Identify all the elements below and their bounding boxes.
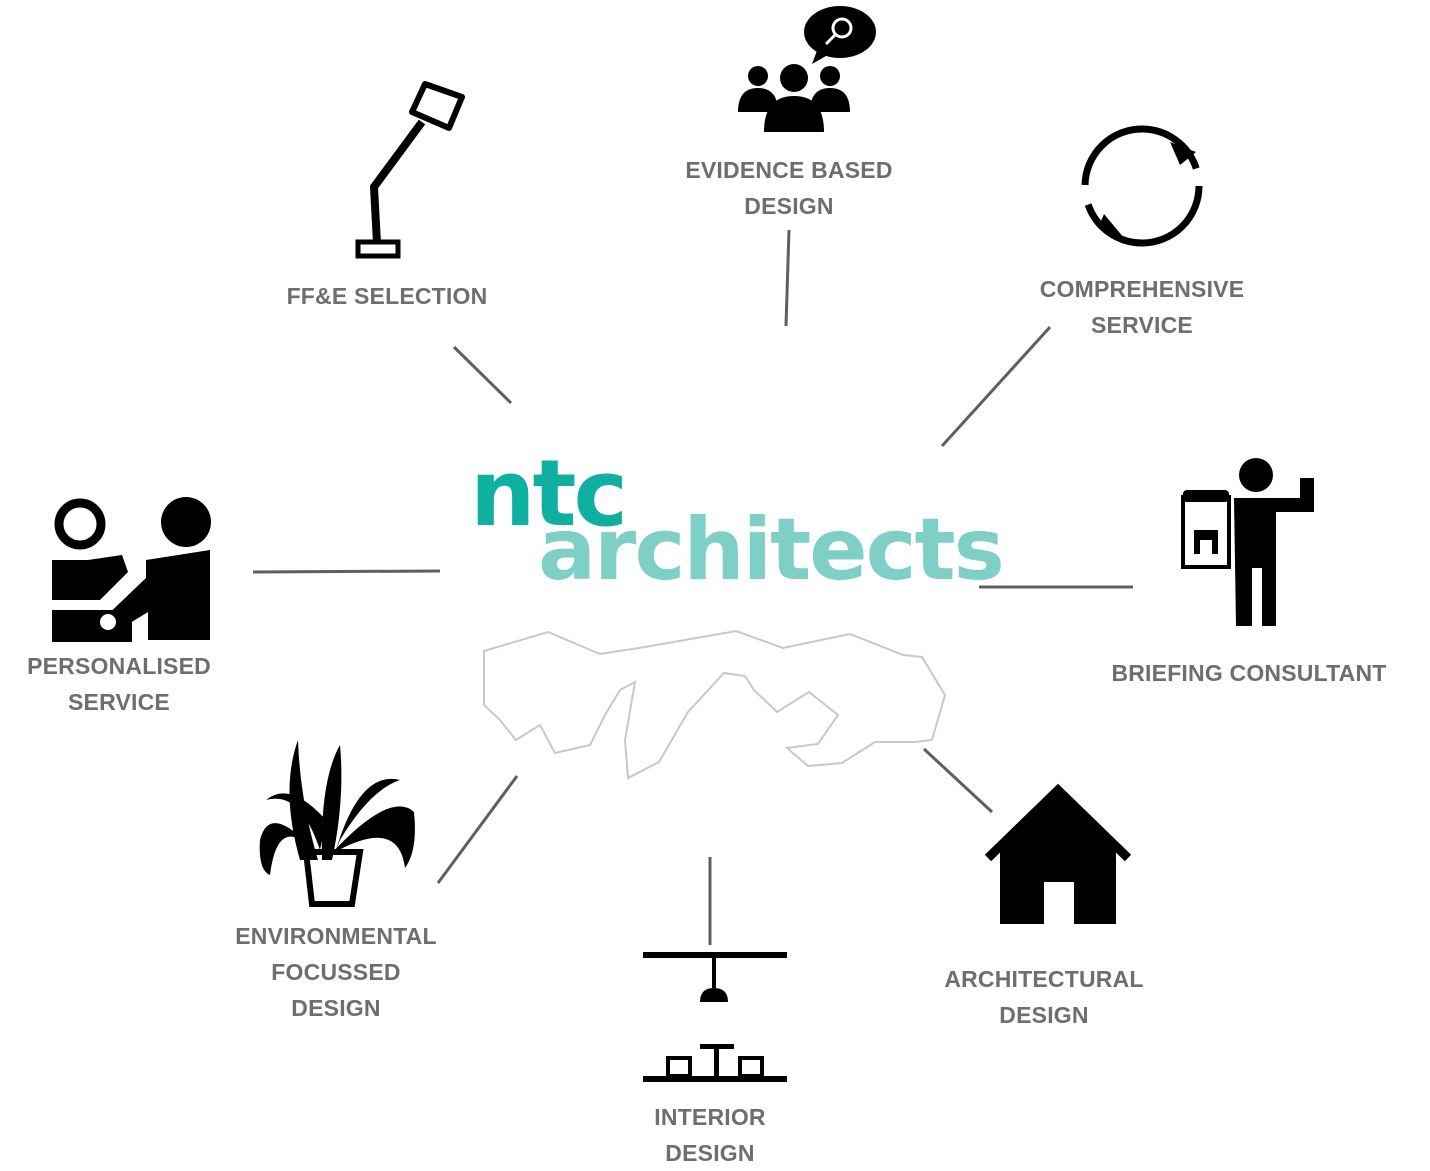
label-ffe-selection: FF&E SELECTION [286, 283, 488, 309]
potted-plant-icon [259, 740, 415, 907]
connector-ffe [452, 345, 513, 405]
presenter-icon [1181, 458, 1314, 626]
people-search-icon [738, 6, 876, 132]
connector-comprehensive [940, 325, 1052, 448]
connector-environmental [436, 775, 519, 884]
logo-ntc: ntc [470, 440, 628, 547]
map-outline [483, 629, 947, 780]
furniture-layout-icon [643, 952, 787, 1082]
consultation-icon [52, 497, 211, 642]
logo-architects: architects [538, 500, 1005, 600]
connector-personalised [252, 569, 441, 574]
connector-architectural [922, 747, 994, 814]
desk-lamp-icon [355, 81, 465, 259]
connector-evidence [784, 229, 791, 327]
house-icon [984, 783, 1132, 924]
connectors [252, 229, 1133, 945]
refresh-cycle-icon [1081, 125, 1203, 247]
label-briefing-consultant: BRIEFING CONSULTANT [1111, 660, 1387, 686]
